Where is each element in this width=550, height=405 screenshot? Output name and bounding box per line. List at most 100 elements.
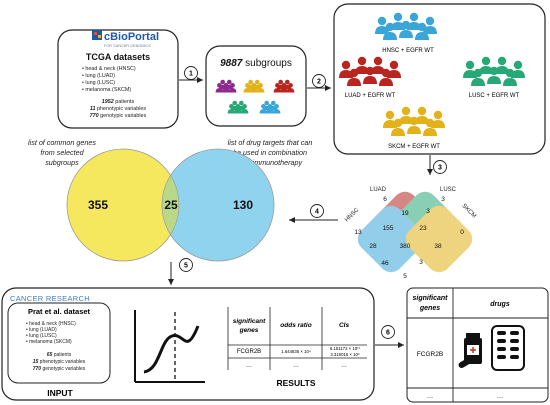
drugs-header-genes-2: genes [419,305,440,312]
input-label: INPUT [47,388,73,398]
results-header-genes-1: significant [233,318,266,325]
drugs-table: significant genes drugs FCGR2B … … [406,287,549,403]
tcga-panel: cBioPortal FOR CANCER GENOMICS TCGA data… [57,29,179,129]
venn-middle-value: 25 [164,198,178,212]
svg-text:with immunotherapy: with immunotherapy [238,158,303,167]
results-ellipsis: … [293,363,299,369]
tcga-bullets: • head & neck (HNSC) • lung (LUAD) • lun… [82,66,136,93]
pill-blister-icon [491,325,525,371]
pop-lusc-label: LUSC + EGFR WT [469,93,520,99]
results-table: significant genes odds ratio CIs FCGR2B … [227,307,367,388]
venn4-label-luad: LUAD [370,187,387,193]
svg-text:4: 4 [315,209,319,216]
tcga-bullet: • lung (LUSC) [82,80,115,86]
venn4-value: 19 [401,210,409,217]
results-ci-high-cell: 3.319015 × 10⁶ [330,352,360,357]
drugs-header-genes-1: significant [412,295,448,302]
medicine-bottle-icon [464,333,482,364]
tcga-phenotypic: 11 phenotypic variables [90,106,147,112]
results-ci-low-cell: 6.151172 × 10¹⁷ [330,346,361,351]
svg-text:list of common genes: list of common genes [28,138,96,147]
results-header-genes-2: genes [239,327,259,334]
svg-text:subgroups: subgroups [45,158,79,167]
step-1-badge: 1 [184,66,198,80]
tcga-bullet: • lung (LUAD) [82,73,115,79]
subgroups-panel: 9887 subgroups [205,45,307,127]
svg-text:from selected: from selected [40,148,84,157]
svg-text:6: 6 [386,330,390,337]
venn4-value: 3 [441,196,445,203]
venn4-value: 38 [434,243,442,250]
tcga-patients: 1952 patients [102,99,135,105]
results-ellipsis: … [246,363,252,369]
venn4-value: 5 [403,273,407,280]
venn4-value: 13 [354,229,362,236]
analysis-panel: CANCER RESEARCH Prat et al. dataset • he… [1,287,375,401]
results-header-odds: odds ratio [280,322,311,329]
input-bullet: • lung (LUAD) [26,327,57,333]
venn-left-caption: list of common genes from selected subgr… [28,138,96,167]
step-6-badge: 6 [381,325,395,339]
input-patients: 65 patients [47,352,72,358]
step-4-badge: 4 [310,204,324,218]
svg-text:2: 2 [317,79,321,86]
pop-skcm-label: SKCM + EGFR WT [388,144,440,150]
venn4-values: 6 3 19 3 13 155 23 0 28 380 38 46 3 5 [354,196,464,280]
svg-text:5: 5 [184,263,188,270]
drugs-ellipsis: … [497,393,504,400]
results-header-cis: CIs [339,322,350,329]
input-bullet: • head & neck (HNSC) [26,321,76,327]
capsule-icon [458,358,472,368]
drugs-gene-cell: FCGR2B [417,351,443,358]
venn-left-value: 355 [88,198,108,212]
venn4-value: 23 [419,225,427,232]
cbioportal-logo: cBioPortal FOR CANCER GENOMICS [92,30,159,48]
results-odds-cell: 1.644836 × 10⁴ [281,349,311,354]
logo-tagline: FOR CANCER GENOMICS [104,44,151,48]
tcga-genotypic: 770 genotypic variables [90,113,147,119]
venn-right-value: 130 [233,198,253,212]
venn4-label-skcm: SKCM [460,203,477,220]
logo-name: cBioPortal [104,31,159,43]
svg-text:1: 1 [189,71,193,78]
tcga-bullet: • melanoma (SKCM) [82,87,131,93]
venn4-value: 46 [381,260,389,267]
input-bullet: • lung (LUSC) [26,333,57,339]
svg-text:3: 3 [438,165,442,172]
journal-logo: CANCER RESEARCH [10,294,90,303]
tcga-title: TCGA datasets [86,52,150,62]
venn4-value: 6 [383,196,387,203]
populations-panel: HNSC + EGFR WT LUAD + EGFR WT LUSC + EGF… [333,3,546,155]
subgroups-title: 9887 subgroups [220,58,292,69]
input-phenotypic: 15 phenotypic variables [33,359,86,365]
input-dataset-title: Prat et al. dataset [28,307,91,316]
pop-luad-label: LUAD + EGFR WT [345,93,396,99]
venn-right-caption: list of drug targets that can be used in… [228,138,313,167]
model-curve-plot [134,310,205,383]
results-gene-cell: FCGR2B [237,349,261,355]
drugs-ellipsis: … [427,393,434,400]
step-3-badge: 3 [433,160,447,174]
step-2-badge: 2 [312,74,326,88]
pop-hnsc-label: HNSC + EGFR WT [382,48,434,54]
svg-text:be used in combination: be used in combination [233,148,307,157]
venn4-label-hnsc: HNSC [344,207,361,224]
venn4-label-lusc: LUSC [440,187,457,193]
input-genotypic: 770 genotypic variables [33,366,86,372]
step-5-badge: 5 [179,258,193,272]
svg-text:list of drug targets that can: list of drug targets that can [228,138,313,147]
venn4-value: 3 [426,208,430,215]
tcga-bullet: • head & neck (HNSC) [82,66,136,72]
venn4-value: 28 [369,243,377,250]
venn4-value: 0 [460,229,464,236]
input-bullet: • melanoma (SKCM) [26,339,72,345]
venn4-value: 3 [419,259,423,266]
drugs-header-drugs: drugs [490,301,510,308]
four-way-venn: LUAD LUSC HNSC SKCM 6 3 19 3 13 155 23 0… [344,187,477,280]
main-venn: list of common genes from selected subgr… [28,138,313,262]
venn4-value: 380 [400,243,411,250]
results-label: RESULTS [276,378,315,388]
venn4-value: 155 [383,225,394,232]
results-ellipsis: … [341,363,347,369]
